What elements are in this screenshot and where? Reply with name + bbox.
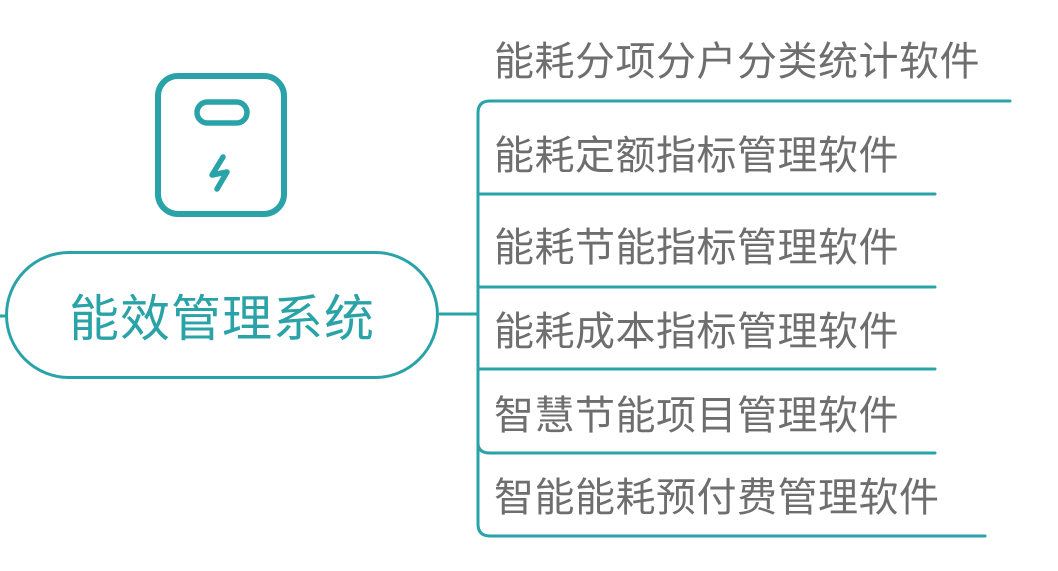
- branch-node[interactable]: 智能能耗预付费管理软件: [494, 475, 940, 521]
- root-label: 能效管理系统: [69, 290, 375, 348]
- battery-bolt-icon: [155, 73, 287, 217]
- branch-node[interactable]: 能耗成本指标管理软件: [494, 309, 899, 355]
- branch-node[interactable]: 能耗节能指标管理软件: [494, 225, 899, 271]
- branch-node[interactable]: 智慧节能项目管理软件: [494, 393, 899, 439]
- branch-node[interactable]: 能耗分项分户分类统计软件: [494, 39, 980, 85]
- root-node[interactable]: 能效管理系统: [5, 251, 439, 379]
- branch-node[interactable]: 能耗定额指标管理软件: [494, 133, 899, 179]
